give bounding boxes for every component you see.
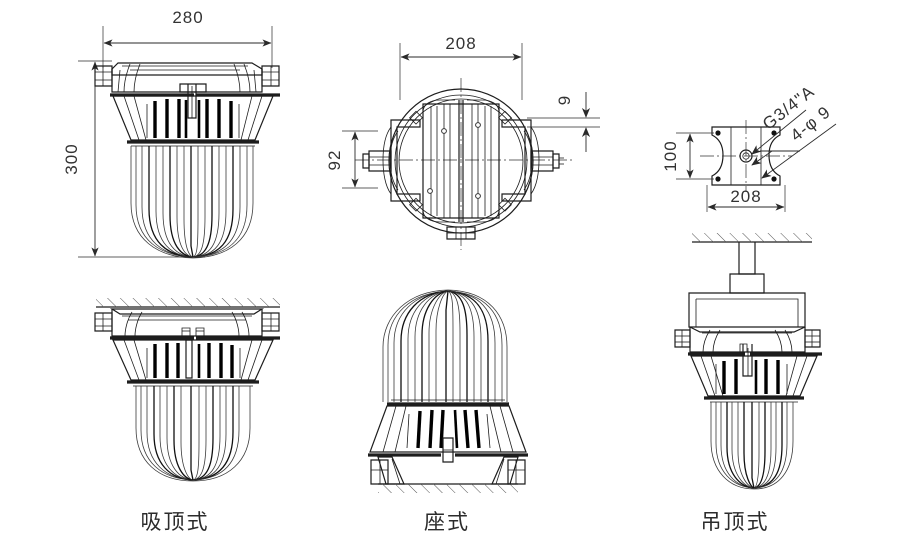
dimension-label-92: 92	[325, 150, 344, 171]
caption-ceiling-mount: 吸顶式	[141, 510, 210, 534]
dimension-label-208: 208	[445, 34, 476, 53]
dimension-plate-208: 208	[706, 185, 786, 212]
ceiling-surface	[96, 298, 280, 308]
lamp-guard-cage	[135, 386, 251, 482]
mounting-plate-outline	[711, 126, 781, 186]
dimension-100-vertical: 100	[661, 132, 714, 180]
dimension-label-280: 280	[172, 8, 203, 27]
caption-suspended: 吊顶式	[701, 510, 770, 534]
dimension-label-9: 9	[555, 95, 574, 105]
mount-hole	[715, 176, 721, 182]
lamp-guard-cage	[130, 146, 254, 259]
base-mounted-view	[368, 289, 528, 493]
dimension-9-vertical: 9	[527, 92, 600, 152]
ceiling-mounted-view	[94, 298, 280, 482]
dimension-label-100: 100	[661, 140, 680, 171]
mount-hole	[715, 130, 721, 136]
front-elevation-view: 280 300	[62, 8, 280, 259]
mount-hole	[771, 176, 777, 182]
lamp-guard-cage	[382, 289, 508, 402]
front-lamp-body	[94, 62, 280, 259]
dimension-label-plate-208: 208	[730, 187, 761, 206]
top-plan-view: 208 92 9	[325, 34, 600, 250]
dimension-92-vertical: 92	[325, 130, 378, 189]
dimension-208-horizontal: 208	[399, 34, 523, 100]
floor-surface	[378, 483, 518, 493]
lamp-guard-cage	[710, 402, 794, 490]
dimension-label-300: 300	[62, 143, 81, 174]
caption-base-mount: 座式	[424, 510, 470, 534]
mount-hole	[771, 130, 777, 136]
ceiling-surface	[692, 233, 812, 243]
suspended-mounted-view	[674, 233, 822, 490]
